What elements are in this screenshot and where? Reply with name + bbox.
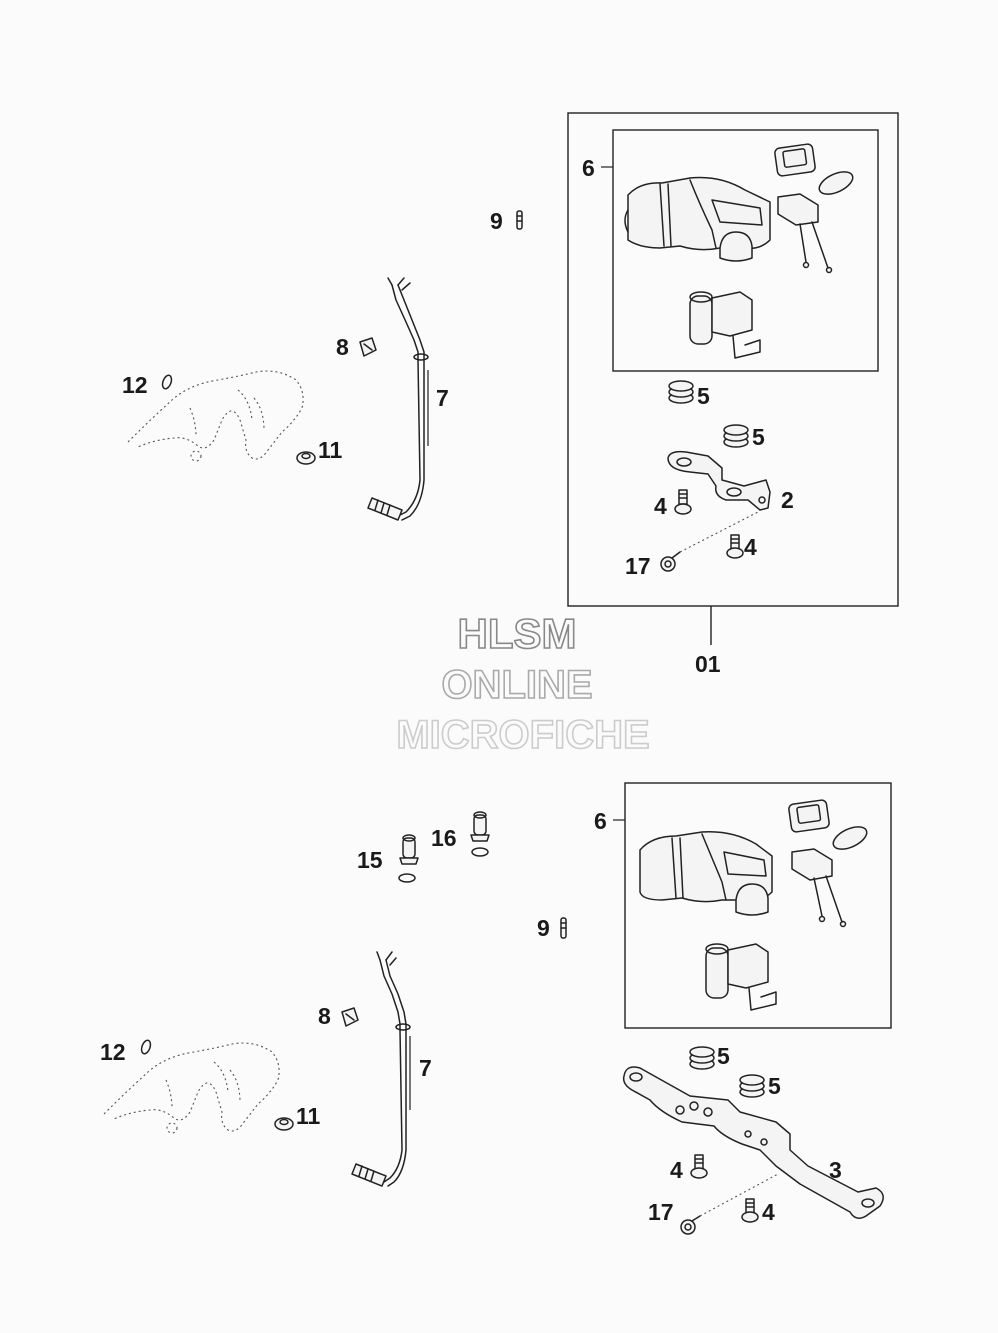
grommet-5c-drawing: [689, 1046, 715, 1070]
grommet-5b-drawing: [723, 424, 749, 448]
nut-11-drawing: [296, 451, 316, 465]
clip-8-drawing: [359, 337, 377, 357]
bolt-15-drawing: [398, 834, 419, 883]
callout-17-bottom: 17: [648, 1199, 674, 1225]
callout-12-bottom: 12: [100, 1039, 126, 1065]
callout-5a-bottom: 5: [717, 1043, 730, 1069]
callout-4a-bottom: 4: [670, 1157, 683, 1183]
top-inner-frame: [612, 129, 879, 372]
callout-3-bottom: 3: [829, 1157, 842, 1183]
clip-8b-drawing: [341, 1007, 359, 1027]
callout-labels-bottom: 6 9 8 7 12 11 15 16 5 5 3 4 4 17: [100, 808, 842, 1225]
coil-drawing-b: [705, 943, 777, 1011]
pin-9b-drawing: [560, 917, 567, 939]
screw-4b-drawing: [726, 534, 744, 559]
bracket-2-drawing: [667, 450, 771, 511]
connector-drawing-b: [791, 848, 847, 928]
cover-12b-drawing: [103, 1039, 280, 1134]
screw-4d-drawing: [741, 1198, 759, 1223]
switch-housing-drawing-b: [639, 831, 773, 916]
cover-12-drawing: [127, 370, 304, 462]
watermark: HLSM ONLINE MICROFICHE: [396, 609, 651, 758]
callout-2-top: 2: [781, 487, 794, 513]
screw-4a-drawing: [674, 489, 692, 515]
callout-4a-top: 4: [654, 493, 667, 519]
callout-9-bottom: 9: [537, 915, 550, 941]
grommet-5a-drawing: [668, 380, 694, 404]
callout-8-bottom: 8: [318, 1003, 331, 1029]
screw-4c-drawing: [690, 1154, 708, 1179]
screw-17-drawing: [660, 551, 681, 572]
pin-9-drawing: [516, 210, 523, 230]
callout-4b-top: 4: [744, 534, 757, 560]
watermark-line-2: ONLINE: [441, 663, 592, 707]
display-drawing: [774, 143, 854, 195]
top-outer-frame: [567, 112, 899, 607]
bracket-3-drawing: [622, 1066, 884, 1219]
callout-labels-top: 6 9 8 7 12 11 5 5 2 4 4 17 01: [122, 155, 794, 677]
callout-15-bottom: 15: [357, 847, 383, 873]
watermark-line-1: HLSM: [458, 610, 577, 657]
callout-5b-bottom: 5: [768, 1073, 781, 1099]
bottom-assembly: [103, 782, 892, 1235]
display-drawing-b: [788, 799, 868, 850]
screw-17b-drawing: [680, 1215, 701, 1235]
callout-17-top: 17: [625, 553, 651, 579]
bottom-inner-frame: [624, 782, 892, 1029]
callout-12-top: 12: [122, 372, 148, 398]
connector-drawing: [777, 193, 833, 274]
callout-5b-top: 5: [752, 424, 765, 450]
nut-11b-drawing: [274, 1117, 294, 1131]
callout-4b-bottom: 4: [762, 1199, 775, 1225]
callout-11-bottom: 11: [296, 1103, 321, 1129]
callout-7-bottom: 7: [419, 1055, 432, 1081]
callout-16-bottom: 16: [431, 825, 457, 851]
callout-6-top: 6: [582, 155, 595, 181]
callout-6-bottom: 6: [594, 808, 607, 834]
grommet-5d-drawing: [739, 1074, 765, 1098]
cable-7b-drawing: [351, 951, 411, 1187]
top-assembly: [127, 112, 899, 645]
callout-8-top: 8: [336, 334, 349, 360]
switch-housing-drawing: [624, 176, 771, 262]
bolt-16-drawing: [470, 811, 490, 857]
callout-11-top: 11: [318, 437, 343, 463]
callout-5a-top: 5: [697, 383, 710, 409]
callout-7-top: 7: [436, 385, 449, 411]
coil-drawing: [689, 291, 761, 359]
watermark-line-3: MICROFICHE: [396, 713, 649, 757]
cable-7-drawing: [367, 277, 429, 521]
callout-9-top: 9: [490, 208, 503, 234]
callout-01: 01: [695, 651, 721, 677]
